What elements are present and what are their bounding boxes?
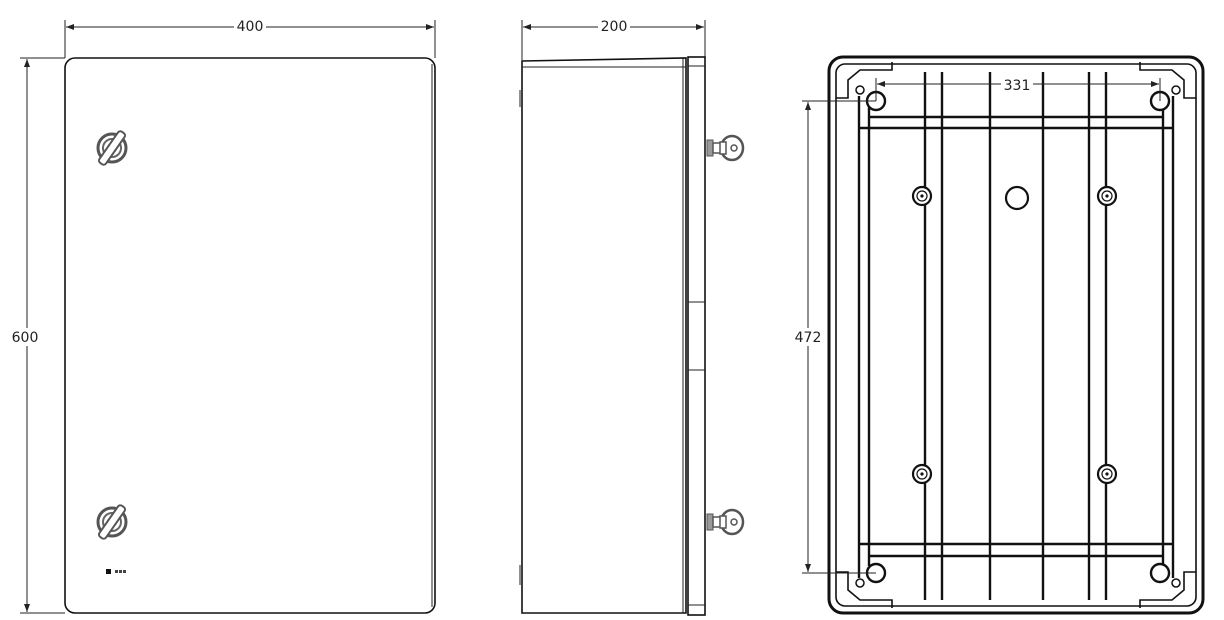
horizontal-hole-spacing-label: 331 [1004, 78, 1031, 94]
depth-dimension-label: 200 [601, 19, 628, 35]
lock-icon [96, 128, 128, 168]
back-view: 331 472 [790, 55, 1205, 615]
mounting-boss [911, 185, 933, 207]
width-dimension-label: 400 [237, 19, 264, 35]
corner-bracket [836, 571, 893, 608]
height-dimension-label: 600 [12, 330, 39, 346]
corner-bracket [1139, 571, 1196, 608]
front-view: 400 600 [8, 18, 436, 614]
back-outline [827, 55, 1205, 615]
ip-rating-label [106, 569, 126, 574]
body-outline [521, 57, 687, 614]
vertical-ribs [857, 72, 1175, 600]
corner-bracket [836, 62, 893, 99]
horizontal-ribs [859, 115, 1173, 558]
door-outline [64, 57, 436, 614]
door-flange [687, 56, 706, 616]
center-boss [1004, 185, 1030, 211]
mounting-boss [911, 463, 933, 485]
mounting-boss [1096, 463, 1118, 485]
mounting-boss [1096, 185, 1118, 207]
lock-icon [96, 502, 128, 542]
vertical-hole-spacing-label: 472 [795, 330, 822, 346]
side-view: 200 [519, 18, 745, 616]
key-icon [705, 134, 745, 162]
mounting-hole [1149, 562, 1171, 584]
corner-bracket [1139, 62, 1196, 99]
key-icon [705, 508, 745, 536]
